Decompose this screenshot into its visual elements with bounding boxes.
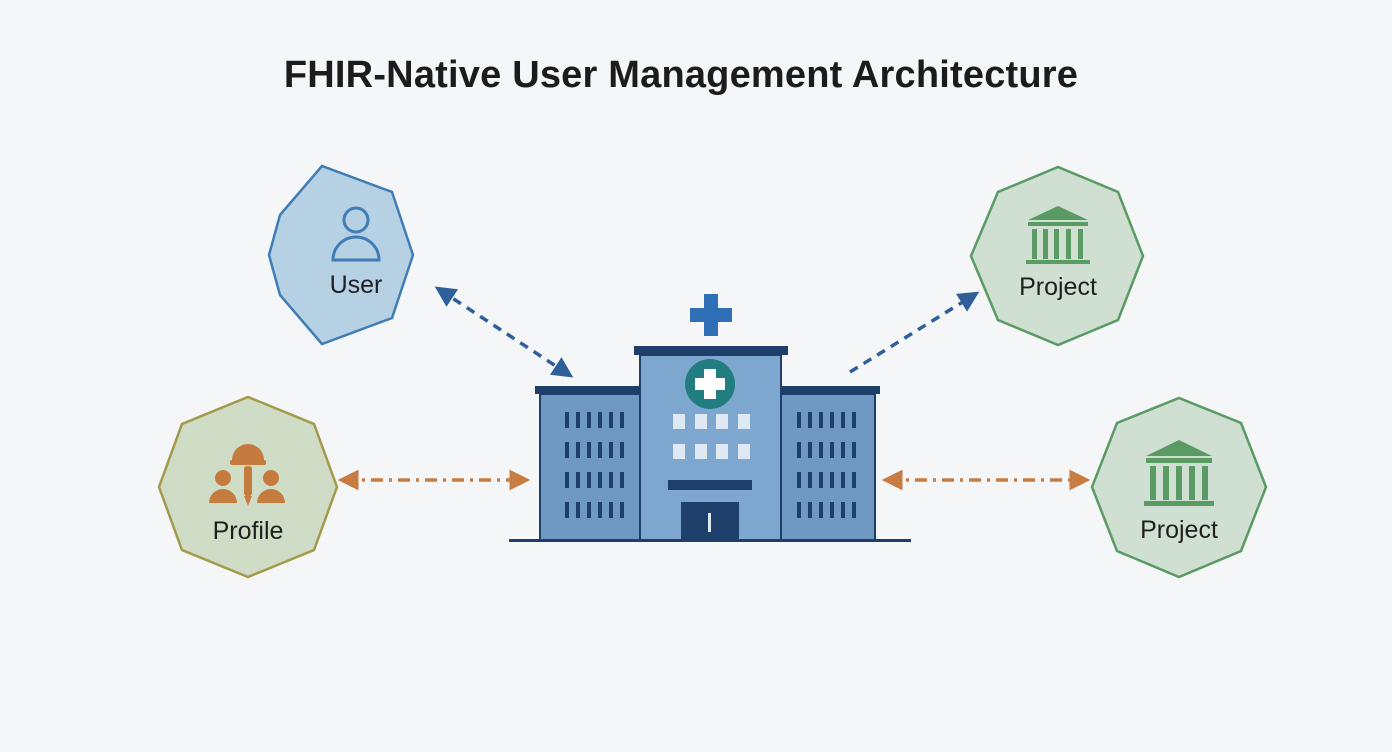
profile-node[interactable]: Profile: [157, 395, 339, 579]
user-node[interactable]: User: [267, 164, 415, 346]
project-bottom-label: Project: [1140, 516, 1218, 544]
building-columns-icon: [1026, 206, 1090, 264]
user-label: User: [330, 271, 383, 299]
building-columns-icon: [1144, 440, 1214, 506]
project-top-label: Project: [1019, 273, 1097, 301]
people-icon: [209, 444, 285, 506]
user-hospital-link: [434, 286, 574, 378]
hospital-project-top-link: [849, 291, 980, 374]
medical-cross-icon: [690, 294, 732, 336]
project-bottom-node[interactable]: Project: [1090, 396, 1268, 579]
project-top-node[interactable]: Project: [969, 165, 1145, 347]
page-title: FHIR-Native User Management Architecture: [283, 54, 1079, 96]
profile-label: Profile: [213, 517, 284, 545]
hospital-icon: [509, 294, 911, 542]
person-icon: [331, 206, 381, 262]
